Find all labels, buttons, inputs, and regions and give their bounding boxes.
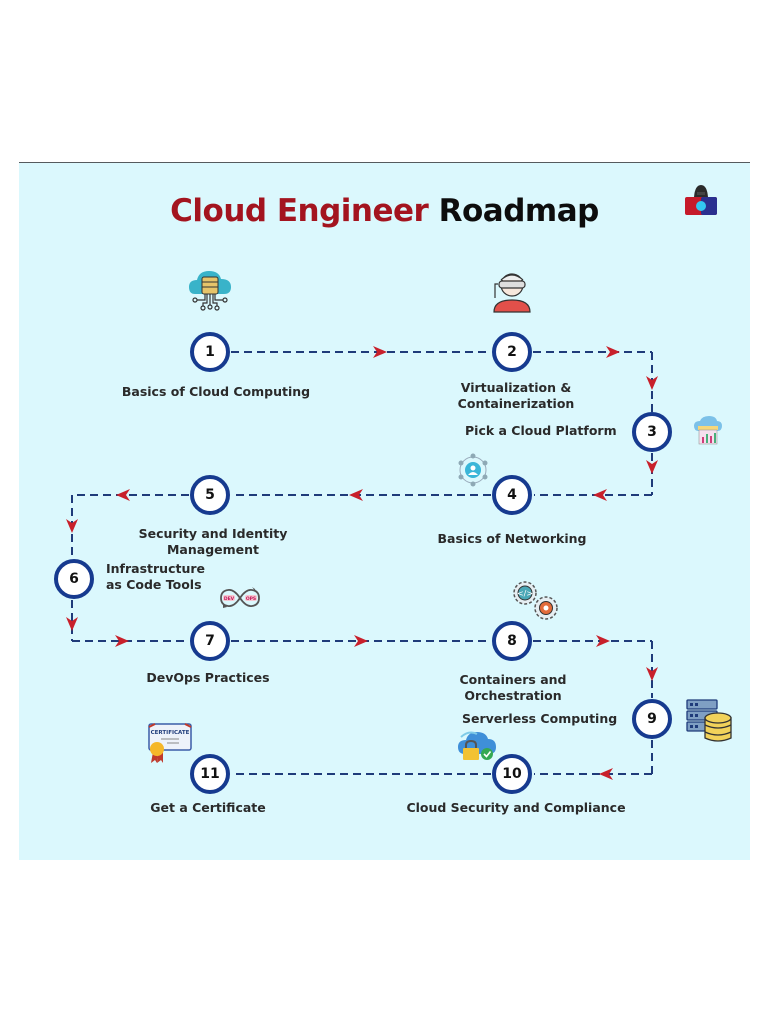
hacker-laptop-icon (685, 185, 717, 215)
step-2-node: 2 (492, 332, 532, 372)
certificate-icon: CERTIFICATE (148, 723, 192, 763)
arrow-right-icon (606, 346, 620, 358)
step-2-label: Virtualization & Containerization (458, 380, 575, 412)
step-5-label-line1: Security and Identity (138, 526, 288, 541)
step-9-label: Serverless Computing (462, 711, 618, 726)
certificate-icon-text: CERTIFICATE (151, 730, 190, 736)
step-10-node: 10 (492, 754, 532, 794)
step-5-node: 5 (190, 475, 230, 515)
devops-icon-ops-text: OPS (246, 596, 256, 602)
step-9-node: 9 (632, 699, 672, 739)
step-6-node: 6 (54, 559, 94, 599)
step-6-label-line1: Infrastructure (106, 561, 205, 576)
arrow-down-icon (66, 617, 78, 631)
top-divider (19, 162, 750, 163)
step-7-label: DevOps Practices (146, 670, 270, 685)
step-4-label: Basics of Networking (437, 531, 587, 546)
step-8-node: 8 (492, 621, 532, 661)
step-7-node: 7 (190, 621, 230, 661)
step-11-label: Get a Certificate (150, 800, 266, 815)
step-2-label-line1: Virtualization & (460, 380, 572, 395)
devops-icon-dev-text: DEV (224, 596, 235, 602)
step-5-label: Security and Identity Management (139, 526, 288, 558)
server-database-icon (686, 699, 732, 742)
step-5-label-line2: Management (166, 542, 259, 557)
roadmap-path (66, 346, 658, 780)
step-1-node: 1 (190, 332, 230, 372)
step-4-node: 4 (492, 475, 532, 515)
arrow-left-icon (116, 489, 130, 501)
step-6-label: Infrastructure as Code Tools (106, 561, 205, 593)
step-2-label-line2: Containerization (457, 396, 575, 411)
arrow-right-icon (596, 635, 610, 647)
step-11-node: 11 (190, 754, 230, 794)
svg-text:</>: </> (517, 589, 533, 598)
step-6-label-line2: as Code Tools (106, 577, 202, 592)
step-8-label-line1: Containers and (459, 672, 567, 687)
roadmap-panel: Cloud Engineer Roadmap (19, 163, 750, 860)
step-1-label: Basics of Cloud Computing (121, 384, 311, 399)
gears-icon: </> (513, 581, 558, 620)
step-3-label: Pick a Cloud Platform (465, 423, 617, 438)
arrow-down-icon (66, 519, 78, 533)
arrow-down-icon (646, 460, 658, 474)
step-10-label: Cloud Security and Compliance (406, 800, 626, 815)
arrow-right-icon (115, 635, 129, 647)
devops-loop-icon: DEV OPS (220, 587, 260, 608)
step-8-label-line2: Orchestration (464, 688, 562, 703)
arrow-down-icon (646, 667, 658, 681)
network-hub-icon (458, 453, 488, 487)
arrow-left-icon (349, 489, 363, 501)
cloud-lock-icon (458, 731, 496, 760)
step-3-node: 3 (632, 412, 672, 452)
vr-headset-person-icon (493, 273, 531, 313)
page-title: Cloud Engineer Roadmap (19, 193, 750, 229)
cloud-analytics-icon (694, 416, 722, 445)
arrow-left-icon (599, 768, 613, 780)
step-8-label: Containers and Orchestration (460, 672, 567, 704)
cloud-server-icon (189, 271, 231, 311)
arrow-right-icon (373, 346, 387, 358)
title-main: Roadmap (438, 193, 600, 229)
arrow-left-icon (593, 489, 607, 501)
arrow-down-icon (646, 376, 658, 390)
title-accent: Cloud Engineer (170, 193, 429, 229)
arrow-right-icon (354, 635, 368, 647)
